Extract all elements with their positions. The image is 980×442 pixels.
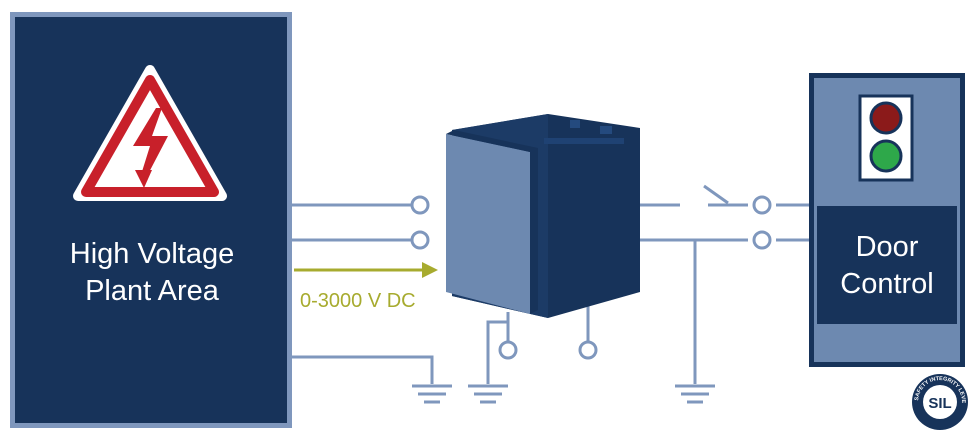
sil-text: SIL (928, 395, 951, 412)
door-title-line1: Door (856, 231, 919, 263)
high-voltage-warning-icon (73, 65, 227, 201)
plant-title-line1: High Voltage (70, 238, 234, 270)
voltage-label: 0-3000 V DC (300, 290, 416, 312)
plant-title-line2: Plant Area (85, 275, 220, 307)
ground-symbol (412, 384, 452, 404)
door-title-line2: Control (840, 268, 934, 300)
terminals (410, 195, 772, 360)
wiring (292, 184, 810, 384)
voltage-arrow (294, 262, 438, 278)
safety-relay-module (446, 114, 640, 318)
ground-symbol (675, 384, 715, 404)
traffic-light-icon (858, 94, 914, 182)
ground-symbol (468, 384, 508, 404)
